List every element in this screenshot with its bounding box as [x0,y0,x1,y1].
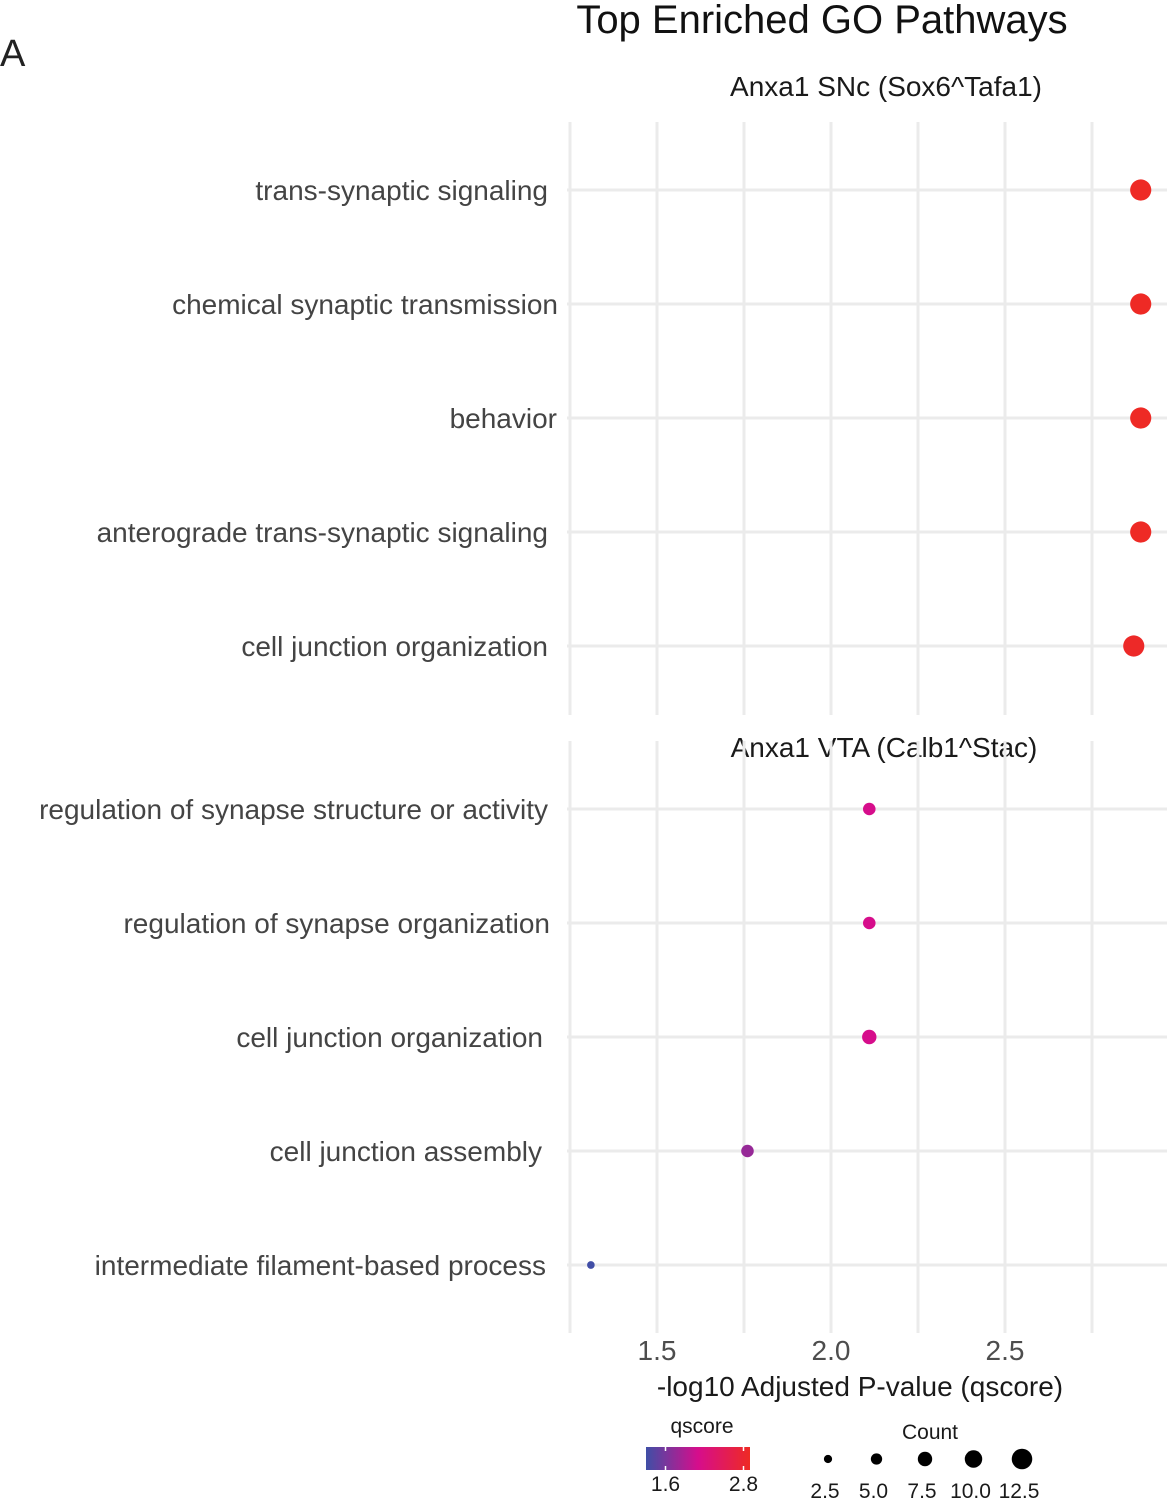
data-point [1130,293,1152,315]
facet-category-labels-snc: trans-synaptic signaling chemical synapti… [97,175,558,662]
category-label: cell junction organization [236,1022,543,1053]
size-legend-items: 2.5 5.0 7.5 10.0 12.5 [810,1448,1040,1500]
data-point [1130,407,1152,429]
color-legend: qscore 1.6 2.8 [646,1415,758,1496]
facet-label-snc: Anxa1 SNc (Sox6^Tafa1) [730,71,1042,102]
size-legend-label: 10.0 [950,1480,991,1500]
size-legend-label: 7.5 [907,1480,936,1500]
size-legend-title: Count [902,1421,958,1444]
x-axis-title: -log10 Adjusted P-value (qscore) [657,1371,1063,1402]
facet-category-labels-vta: regulation of synapse structure or activ… [39,794,550,1281]
facet-gridlines-vta [567,741,1167,1333]
category-label: cell junction assembly [270,1136,542,1167]
facet-points-vta [587,802,877,1269]
x-tick-label: 2.0 [812,1335,851,1366]
data-point [863,916,876,930]
facet-panel-vta: Anxa1 VTA (Calb1^Stac) regulation of syn… [39,732,1167,1333]
size-legend-label: 12.5 [999,1480,1040,1500]
category-label: cell junction organization [241,631,548,662]
data-point [587,1261,595,1269]
facet-panel-snc: Anxa1 SNc (Sox6^Tafa1) trans-synaptic si… [97,71,1167,715]
size-legend-dot [823,1454,833,1464]
category-label: regulation of synapse structure or activ… [39,794,548,825]
data-point [863,802,876,816]
facet-points-snc [1123,179,1152,657]
x-tick-label: 2.5 [986,1335,1025,1366]
color-legend-tick-label: 1.6 [651,1473,680,1496]
chart-title: Top Enriched GO Pathways [576,0,1067,42]
data-point [1123,635,1145,657]
data-point [1130,521,1152,543]
category-label: anterograde trans-synaptic signaling [97,517,548,548]
data-point [1130,179,1152,201]
size-legend-label: 2.5 [810,1480,839,1500]
x-axis-tick-labels: 1.5 2.0 2.5 [638,1335,1025,1366]
color-legend-ticks: 1.6 2.8 [651,1447,758,1496]
facet-gridlines-snc [567,122,1167,715]
facet-label-vta: Anxa1 VTA (Calb1^Stac) [731,732,1038,763]
category-label: intermediate filament-based process [95,1250,546,1281]
color-legend-bar [646,1447,750,1470]
panel-label: A [0,33,26,75]
size-legend: Count 2.5 5.0 7.5 10.0 12.5 [810,1421,1039,1500]
category-label: regulation of synapse organization [123,908,550,939]
size-legend-dot [964,1450,983,1468]
category-label: behavior [450,403,557,434]
category-label: chemical synaptic transmission [172,289,558,320]
size-legend-dot [870,1453,883,1465]
size-legend-dot [917,1451,933,1467]
size-legend-label: 5.0 [859,1480,888,1500]
data-point [862,1029,877,1045]
x-tick-label: 1.5 [638,1335,677,1366]
size-legend-dot [1011,1448,1033,1470]
color-legend-title: qscore [670,1415,733,1438]
data-point [741,1144,754,1158]
color-legend-tick-label: 2.8 [729,1473,758,1496]
category-label: trans-synaptic signaling [255,175,548,206]
